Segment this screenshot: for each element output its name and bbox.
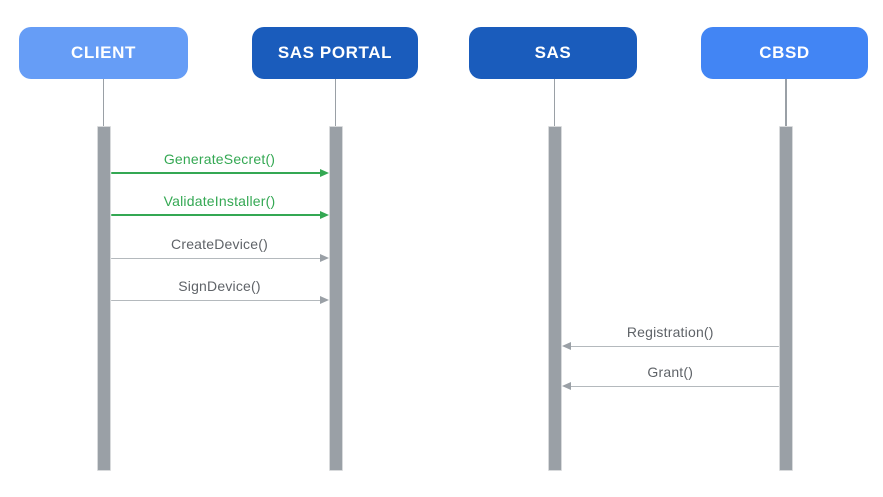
arrowhead-left-icon — [561, 342, 571, 350]
message-line — [110, 299, 321, 301]
activation-bar-sas — [547, 126, 562, 471]
arrowhead-right-icon — [319, 211, 329, 219]
message-validate-installer-label: ValidateInstaller() — [163, 193, 276, 209]
message-create-device-label: CreateDevice() — [171, 236, 268, 252]
message-grant: Grant() — [561, 363, 779, 390]
actor-cbsd-label: CBSD — [759, 43, 810, 62]
message-create-device: CreateDevice() — [110, 235, 329, 262]
message-line — [110, 214, 321, 216]
message-sign-device-label: SignDevice() — [178, 278, 261, 294]
actor-sas-portal-label: SAS PORTAL — [277, 43, 393, 62]
actor-sas: SAS — [469, 27, 637, 79]
lifeline-sas-portal — [334, 79, 337, 126]
activation-bar-client — [96, 126, 111, 471]
message-registration-label: Registration() — [626, 324, 714, 340]
message-registration: Registration() — [561, 323, 779, 350]
arrowhead-right-icon — [319, 254, 329, 262]
message-line — [110, 172, 321, 174]
lifeline-sas — [553, 79, 556, 126]
activation-bar-cbsd — [779, 126, 793, 471]
actor-cbsd: CBSD — [701, 27, 868, 79]
message-line — [569, 345, 779, 347]
actor-client-label: CLIENT — [71, 43, 136, 62]
arrowhead-right-icon — [319, 169, 329, 177]
lifeline-cbsd — [785, 79, 787, 126]
message-grant-label: Grant() — [647, 364, 694, 380]
actor-client: CLIENT — [19, 27, 188, 79]
actor-sas-portal: SAS PORTAL — [252, 27, 418, 79]
actor-sas-label: SAS — [534, 43, 572, 62]
message-sign-device: SignDevice() — [110, 277, 329, 304]
lifeline-client — [102, 79, 105, 126]
message-generate-secret: GenerateSecret() — [110, 150, 329, 177]
arrowhead-right-icon — [319, 296, 329, 304]
message-generate-secret-label: GenerateSecret() — [163, 151, 276, 167]
message-line — [110, 257, 321, 259]
arrowhead-left-icon — [561, 382, 571, 390]
message-validate-installer: ValidateInstaller() — [110, 192, 329, 219]
activation-bar-sas-portal — [328, 126, 343, 471]
message-line — [569, 385, 779, 387]
